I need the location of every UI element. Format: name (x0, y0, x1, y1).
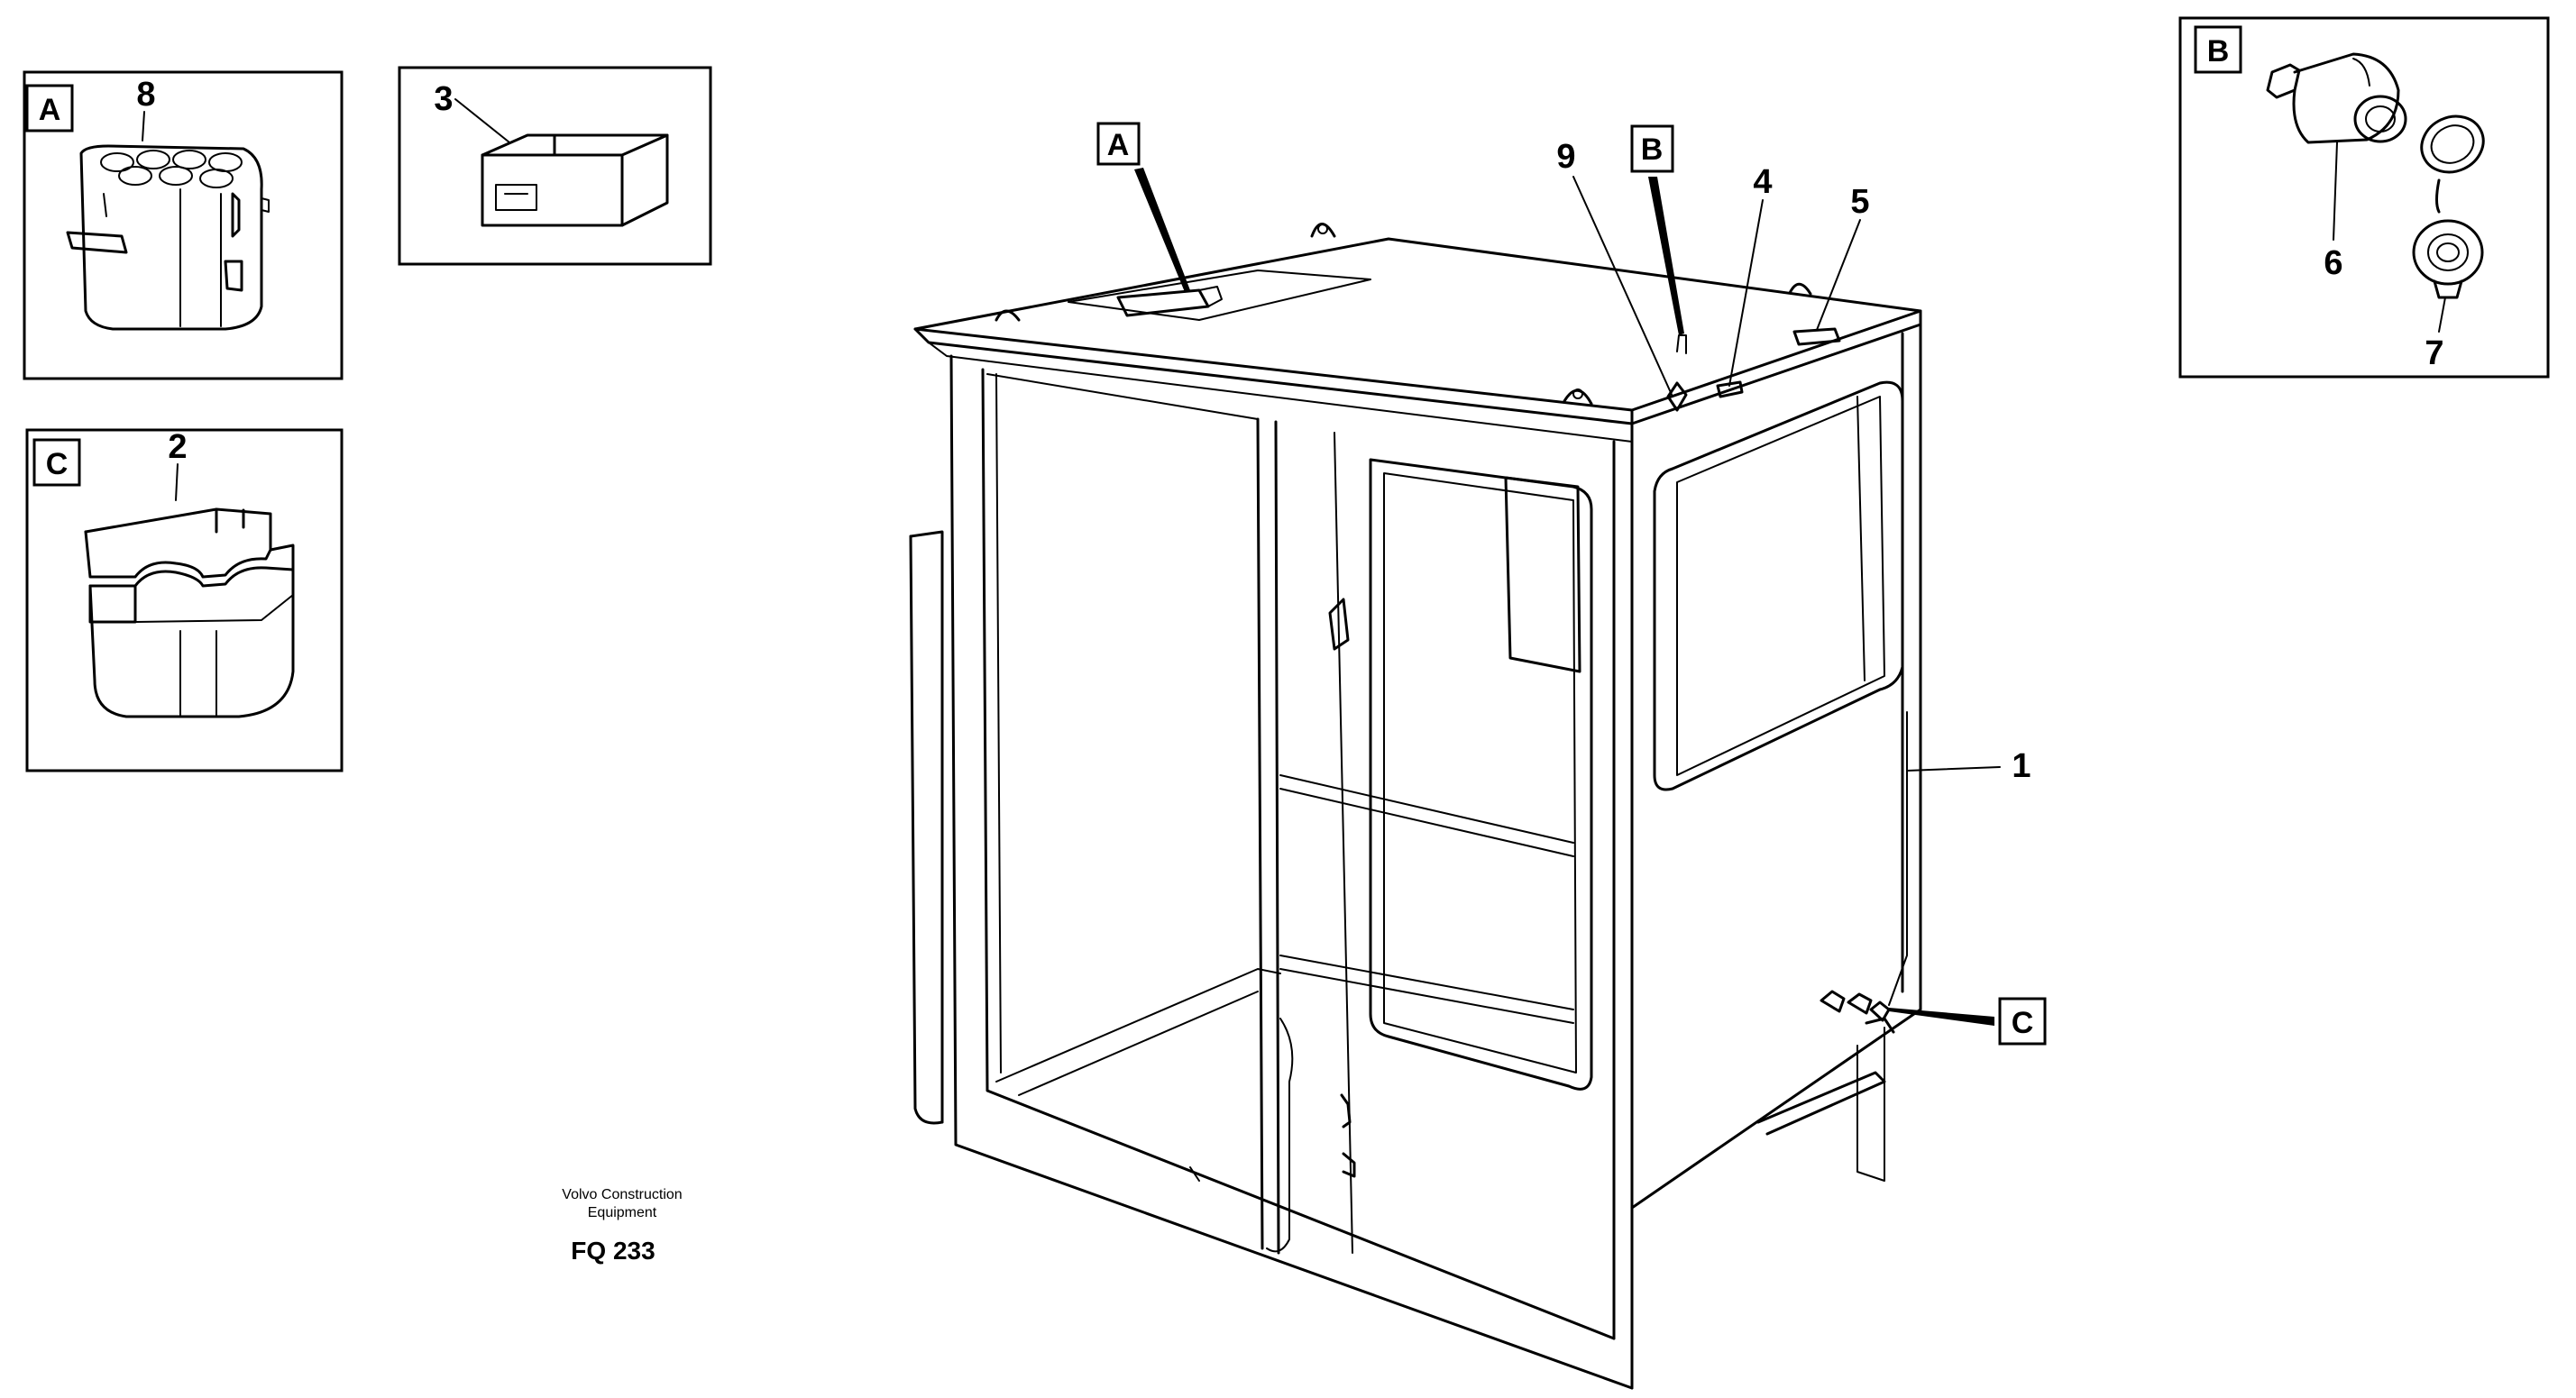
detail-panel-3: 3 (398, 66, 712, 266)
callout-5: 5 (1850, 183, 1869, 221)
callout-2: 2 (168, 428, 187, 466)
view-b-letter: B (1641, 132, 1664, 167)
callout-1: 1 (2012, 747, 2031, 785)
callout-8: 8 (136, 76, 155, 114)
callout-9: 9 (1556, 138, 1575, 176)
figure-code: FQ 233 (571, 1237, 655, 1265)
cigarette-socket-drawing (2266, 52, 2485, 299)
cab-illustration (909, 223, 1922, 1390)
detail-panel-b: B 6 7 (2178, 16, 2550, 379)
callout-3: 3 (434, 80, 453, 118)
detail-b-letter: B (2207, 34, 2230, 69)
detail-c-tag (32, 438, 81, 487)
detail-panel-a: A 8 (23, 70, 344, 380)
view-c-letter: C (2012, 1006, 2034, 1040)
detail-a-tag (25, 84, 74, 132)
credit-line-1: Volvo Construction (562, 1187, 682, 1202)
single-connector-drawing (481, 133, 669, 227)
view-a-letter: A (1107, 128, 1130, 162)
detail-panel-c: C 2 (25, 428, 344, 772)
view-a-tag (1096, 122, 1141, 166)
callout-b-pointer: B (1630, 124, 1684, 335)
view-c-tag (1998, 997, 2047, 1046)
credit-line-2: Equipment (588, 1205, 657, 1220)
callout-7: 7 (2425, 334, 2443, 372)
detail-b-tag (2194, 25, 2242, 74)
callout-6: 6 (2324, 244, 2342, 282)
bracket-drawing (84, 507, 295, 718)
callout-a-pointer: A (1096, 122, 1190, 292)
multi-pin-connector-drawing (66, 144, 270, 331)
detail-c-letter: C (46, 447, 69, 481)
detail-a-letter: A (39, 93, 61, 127)
callout-4: 4 (1753, 163, 1772, 201)
callout-c-pointer: C (1889, 997, 2047, 1046)
view-b-tag (1630, 124, 1674, 173)
